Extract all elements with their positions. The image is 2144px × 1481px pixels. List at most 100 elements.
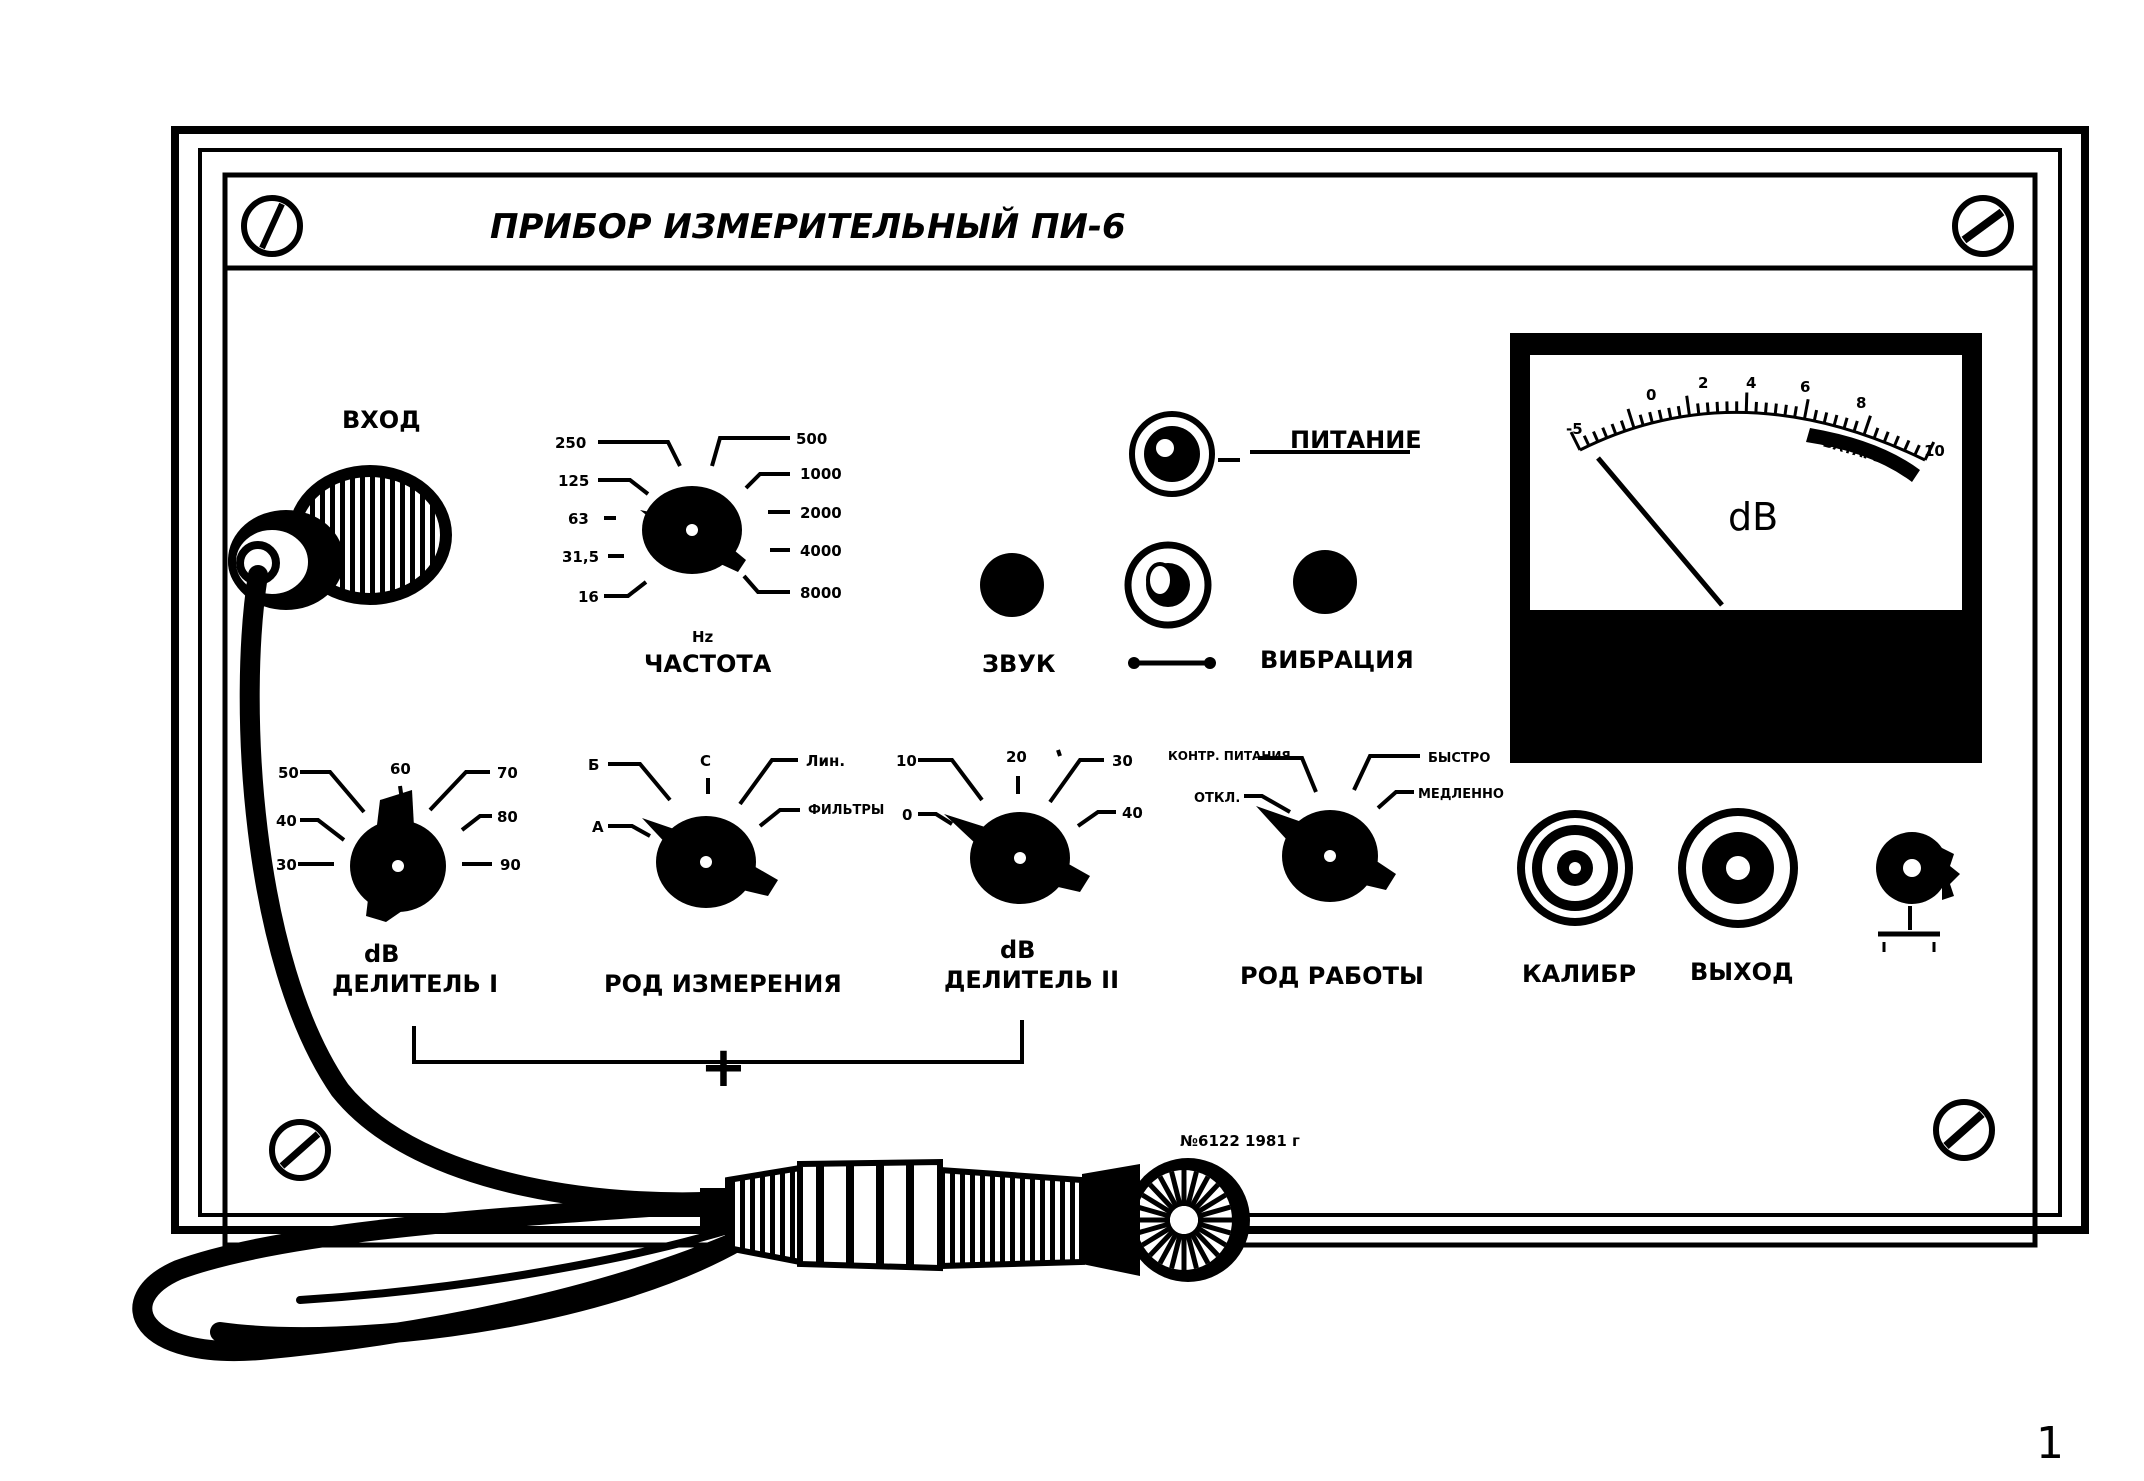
divider2-unit: dB: [1000, 936, 1035, 964]
meter-tick: [1822, 412, 1829, 424]
mode-value: ФИЛЬТРЫ: [808, 803, 884, 818]
meter-tick: [1923, 441, 1936, 461]
divider2-value: 10: [896, 752, 917, 770]
divider2-caption: ДЕЛИТЕЛЬ II: [944, 966, 1119, 994]
divider2-value: 30: [1112, 752, 1133, 770]
sound-label: ЗВУК: [982, 650, 1056, 678]
meter-tick: [1592, 430, 1600, 443]
microphone-grille-line: [1194, 1224, 1227, 1248]
meter-tick: [1582, 435, 1591, 447]
microphone-grille-line: [1136, 1221, 1172, 1236]
operation-value: БЫСТРО: [1428, 751, 1490, 766]
meter-tick: [1832, 414, 1839, 427]
divider2-knob[interactable]: [944, 812, 1090, 904]
sound-vibration-toggle[interactable]: [1124, 541, 1212, 629]
screw-icon: [1933, 1099, 1995, 1161]
mode-value: С: [700, 752, 711, 770]
meter-scale-value: 2: [1698, 374, 1708, 392]
meter-tick: [1638, 414, 1645, 426]
operation-mode-knob[interactable]: [1256, 806, 1396, 902]
meter-tick: [1667, 407, 1673, 419]
level-meter: dB: [1510, 333, 1982, 763]
microphone-grille-line: [1188, 1175, 1211, 1210]
divider1-value: 90: [500, 856, 521, 874]
meter-tick: [1852, 420, 1859, 432]
sound-socket[interactable]: [980, 553, 1044, 617]
divider1-scale: 50 60 70 40 80 30 90: [276, 760, 521, 874]
meter-tick: [1793, 406, 1798, 418]
divider1-knob[interactable]: [350, 790, 446, 922]
meter-tick: [1676, 405, 1682, 418]
ground-terminal[interactable]: [1876, 832, 1960, 904]
measurement-mode-knob[interactable]: [642, 816, 778, 908]
meter-tick: [1802, 398, 1810, 420]
microphone-grille-line: [1136, 1204, 1172, 1219]
frequency-unit: Hz: [692, 628, 714, 646]
meter-tick: [1773, 403, 1778, 415]
microphone-grille-line: [1192, 1228, 1220, 1258]
divider1-unit: dB: [364, 940, 399, 968]
microphone-grille-line: [1141, 1224, 1174, 1248]
frequency-value: 125: [558, 472, 589, 490]
meter-tick: [1882, 431, 1890, 443]
meter-tick: [1715, 401, 1720, 413]
meter-tick: [1754, 401, 1758, 413]
frequency-knob[interactable]: [640, 486, 746, 574]
microphone-grille-line: [1196, 1221, 1232, 1236]
microphone-grille-line: [1148, 1228, 1176, 1258]
divider1-value: 80: [497, 808, 518, 826]
frequency-value: 4000: [800, 542, 842, 560]
meter-scale-value: 8: [1856, 394, 1866, 412]
calibration-jack[interactable]: [1517, 810, 1633, 926]
divider1-value: 40: [276, 812, 297, 830]
microphone-grille-line: [1194, 1192, 1227, 1216]
mode-caption: РОД ИЗМЕРЕНИЯ: [604, 970, 842, 998]
microphone-grille-line: [1185, 1232, 1199, 1269]
microphone-grille-line: [1188, 1230, 1211, 1265]
mode-value: Лин.: [806, 752, 845, 770]
meter-tick: [1619, 420, 1627, 432]
power-label: ПИТАНИЕ: [1290, 426, 1422, 454]
device-title: ПРИБОР ИЗМЕРИТЕЛЬНЫЙ ПИ-6: [490, 206, 1126, 247]
meter-tick: [1610, 423, 1618, 435]
double-arrow-icon: [1128, 657, 1216, 669]
serial-number: №6122 1981 г: [1180, 1132, 1300, 1150]
meter-tick: [1685, 395, 1691, 416]
page-number: 1: [2036, 1418, 2064, 1469]
meter-tick: [1657, 409, 1664, 421]
output-label: ВЫХОД: [1690, 958, 1793, 986]
screw-icon: [1952, 195, 2014, 257]
frequency-scale-right: 500 1000 2000 4000 8000: [710, 430, 842, 602]
meter-tick: [1903, 439, 1911, 452]
divider1-value: 50: [278, 764, 299, 782]
output-jack[interactable]: [1678, 808, 1798, 928]
microphone-grille-line: [1157, 1230, 1180, 1265]
meter-tick: [1913, 444, 1921, 456]
meter-scale-value: 6: [1800, 378, 1810, 396]
divider2-value: 20: [1006, 748, 1027, 766]
frequency-value: 2000: [800, 504, 842, 522]
meter-tick: [1601, 427, 1609, 439]
meter-tick: [1783, 404, 1788, 416]
operation-scale: КОНТР. ПИТАНИЯ БЫСТРО ОТКЛ. МЕДЛЕННО: [1168, 749, 1504, 814]
frequency-value: 16: [578, 588, 599, 606]
meter-scale-value: 10: [1924, 442, 1945, 460]
meter-tick: [1872, 427, 1880, 439]
divider1-value: 60: [390, 760, 411, 778]
meter-tick: [1763, 402, 1768, 414]
meter-scale-value: 4: [1746, 374, 1756, 392]
vibration-socket[interactable]: [1293, 550, 1357, 614]
divider2-value: 0: [902, 806, 912, 824]
microphone-grille-line: [1185, 1171, 1199, 1208]
frequency-value: 8000: [800, 584, 842, 602]
divider2-value: 40: [1122, 804, 1143, 822]
operation-value: МЕДЛЕННО: [1418, 787, 1504, 802]
cable: [132, 565, 745, 1362]
frequency-scale-left: 250 125 63 31,5 16: [555, 434, 682, 606]
meter-tick: [1569, 431, 1582, 451]
meter-tick: [1744, 392, 1749, 413]
meter-tick: [1648, 411, 1654, 424]
meter-scale-value: 0: [1646, 386, 1656, 404]
frequency-value: 500: [796, 430, 827, 448]
